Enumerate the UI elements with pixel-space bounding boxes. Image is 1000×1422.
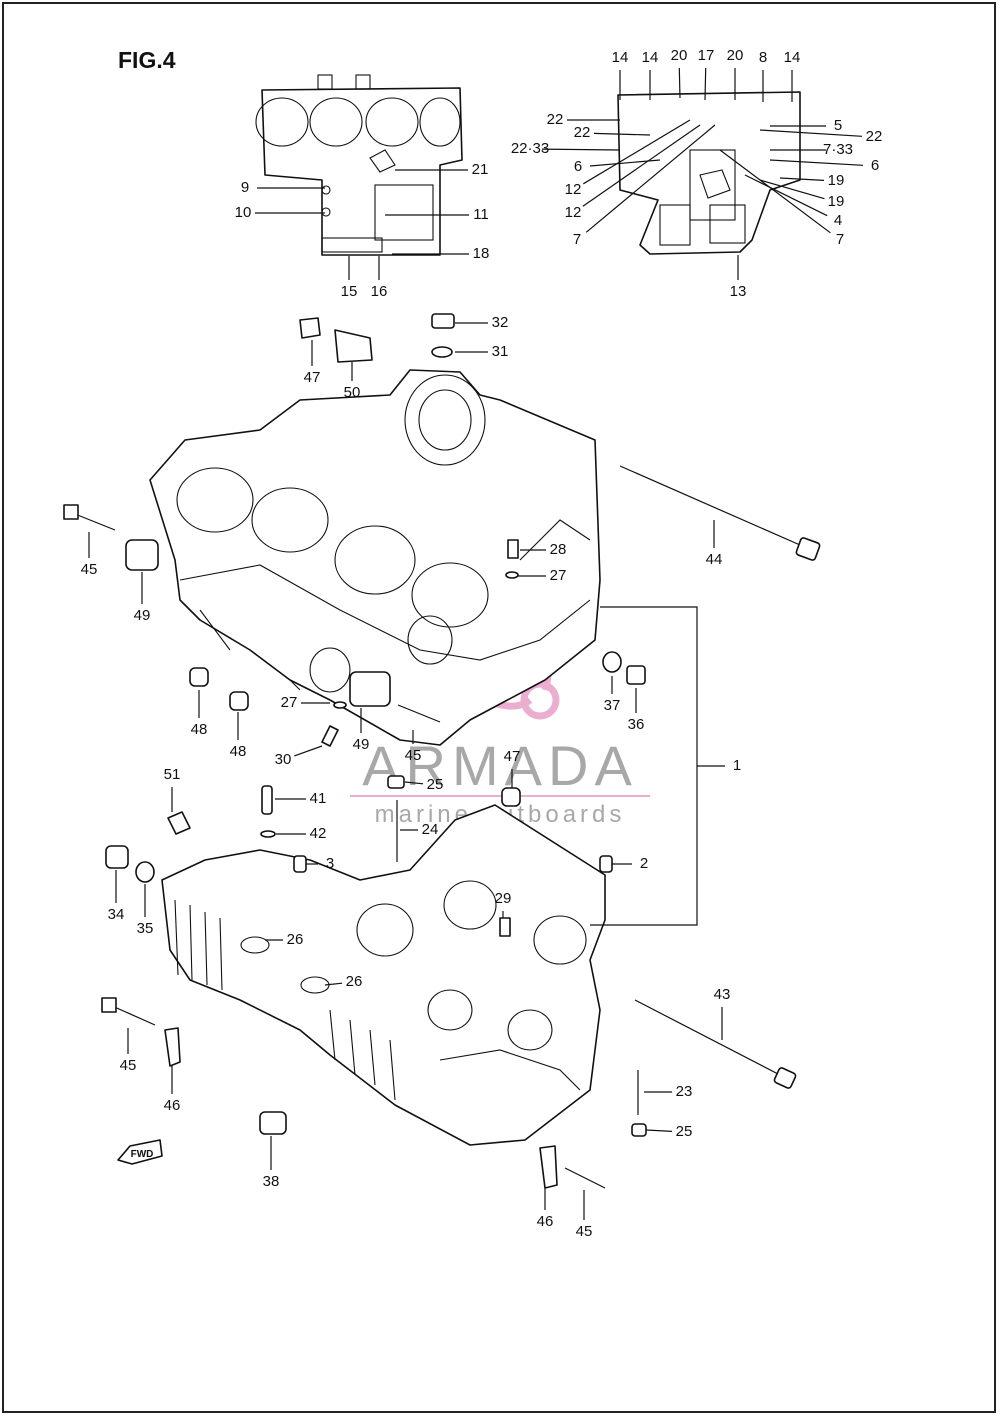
part-callout-16: 16 — [371, 283, 388, 300]
part-callout-23: 23 — [676, 1083, 693, 1100]
part-callout-34: 34 — [108, 906, 125, 923]
part-callout-38: 38 — [263, 1173, 280, 1190]
part-callout-7-33: 7·33 — [823, 141, 853, 158]
part-callout-27: 27 — [281, 694, 298, 711]
part-callout-5: 5 — [834, 117, 842, 134]
part-callout-47: 47 — [504, 748, 521, 765]
leader-lines — [88, 67, 864, 1220]
part-callout-35: 35 — [137, 920, 154, 937]
part-callout-24: 24 — [422, 821, 439, 838]
leader-line — [744, 174, 828, 217]
leader-line — [704, 67, 707, 101]
part-callout-8: 8 — [759, 49, 767, 66]
part-callout-36: 36 — [628, 716, 645, 733]
part-callout-37: 37 — [604, 697, 621, 714]
leader-line — [769, 159, 864, 166]
part-callout-22: 22 — [866, 128, 883, 145]
leader-line — [678, 67, 681, 99]
part-callout-22: 22 — [547, 111, 564, 128]
part-callout-21: 21 — [472, 161, 489, 178]
part-callout-6: 6 — [871, 157, 879, 174]
part-callout-31: 31 — [492, 343, 509, 360]
upper-crankcase — [149, 369, 601, 746]
part-callout-22-33: 22·33 — [511, 140, 549, 157]
part-callout-51: 51 — [164, 766, 181, 783]
part-callout-26: 26 — [287, 931, 304, 948]
inset-upper-case — [255, 74, 463, 256]
part-callout-22: 22 — [574, 124, 591, 141]
part-callout-3: 3 — [326, 855, 334, 872]
part-callout-49: 49 — [353, 736, 370, 753]
part-callout-28: 28 — [550, 541, 567, 558]
part-callout-47: 47 — [304, 369, 321, 386]
leader-line — [582, 124, 701, 207]
part-callout-10: 10 — [235, 204, 252, 221]
part-callout-14: 14 — [612, 49, 629, 66]
leader-line — [294, 745, 323, 757]
part-callout-14: 14 — [642, 49, 659, 66]
part-callout-14: 14 — [784, 49, 801, 66]
part-callout-7: 7 — [836, 231, 844, 248]
part-callout-48: 48 — [230, 743, 247, 760]
part-callout-44: 44 — [706, 551, 723, 568]
figure-title: FIG.4 — [118, 47, 176, 73]
leader-line — [541, 148, 621, 151]
part-callout-20: 20 — [671, 47, 688, 64]
part-callout-42: 42 — [310, 825, 327, 842]
part-callout-43: 43 — [714, 986, 731, 1003]
leader-line — [719, 149, 831, 234]
part-callout-11: 11 — [473, 206, 489, 223]
leader-line — [759, 129, 863, 137]
leader-line — [779, 177, 825, 181]
watermark-brand: ARMADA — [362, 734, 638, 797]
fwd-badge: FWD — [117, 1139, 163, 1165]
part-callout-20: 20 — [727, 47, 744, 64]
part-callout-46: 46 — [537, 1213, 554, 1230]
part-callout-30: 30 — [275, 751, 292, 768]
part-callout-25: 25 — [427, 776, 444, 793]
part-callout-45: 45 — [576, 1223, 593, 1240]
part-callout-13: 13 — [730, 283, 747, 300]
part-callout-19: 19 — [828, 193, 845, 210]
part-callout-25: 25 — [676, 1123, 693, 1140]
leader-line — [582, 119, 691, 185]
fwd-badge-label: FWD — [131, 1149, 154, 1160]
leader-line — [593, 132, 651, 136]
part-callout-32: 32 — [492, 314, 509, 331]
part-callout-46: 46 — [164, 1097, 181, 1114]
leader-line — [324, 982, 343, 986]
part-callout-49: 49 — [134, 607, 151, 624]
leader-line — [645, 1129, 673, 1132]
part-callout-27: 27 — [550, 567, 567, 584]
part-callout-4: 4 — [834, 212, 842, 229]
part-callout-41: 41 — [310, 790, 327, 807]
part-callout-26: 26 — [346, 973, 363, 990]
part-callout-48: 48 — [191, 721, 208, 738]
part-callout-7: 7 — [573, 231, 581, 248]
part-callout-45: 45 — [405, 747, 422, 764]
part-callout-19: 19 — [828, 172, 845, 189]
part-callout-29: 29 — [495, 890, 512, 907]
part-callout-18: 18 — [473, 245, 490, 262]
part-callout-17: 17 — [698, 47, 715, 64]
part-callout-45: 45 — [81, 561, 98, 578]
part-callout-15: 15 — [341, 283, 358, 300]
part-callout-1: 1 — [733, 757, 741, 774]
part-callout-9: 9 — [241, 179, 249, 196]
inset-lower-case — [617, 91, 801, 255]
part-callout-2: 2 — [640, 855, 648, 872]
part-callout-12: 12 — [565, 204, 582, 221]
part-callout-6: 6 — [574, 158, 582, 175]
part-callout-12: 12 — [565, 181, 582, 198]
leader-line — [585, 124, 716, 233]
lower-crankcase — [161, 804, 606, 1146]
leader-line — [759, 179, 825, 200]
leader-line — [404, 781, 424, 785]
part-callout-50: 50 — [344, 384, 361, 401]
part-callout-45: 45 — [120, 1057, 137, 1074]
